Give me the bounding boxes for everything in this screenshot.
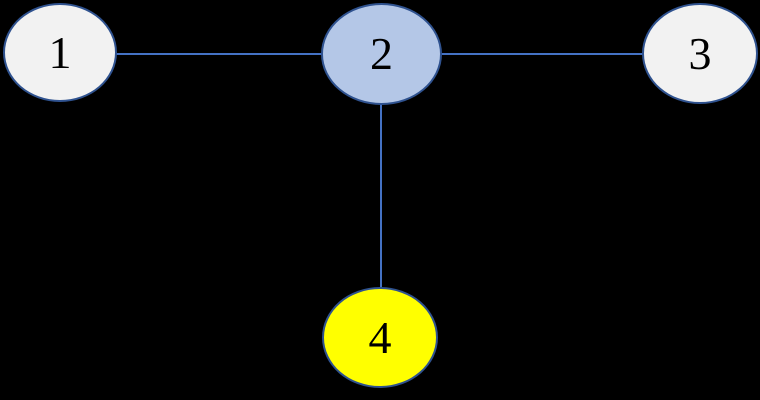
edge-2-3 (440, 53, 644, 55)
edge-1-2 (115, 53, 323, 55)
node-3[interactable]: 3 (642, 3, 758, 104)
node-4-label: 4 (368, 311, 392, 363)
edge-2-4 (380, 103, 382, 289)
node-1[interactable]: 1 (3, 3, 117, 102)
node-3-label: 3 (688, 27, 712, 79)
node-4[interactable]: 4 (322, 287, 438, 388)
node-2[interactable]: 2 (321, 3, 442, 105)
node-2-label: 2 (370, 28, 393, 79)
node-1-label: 1 (48, 26, 72, 78)
